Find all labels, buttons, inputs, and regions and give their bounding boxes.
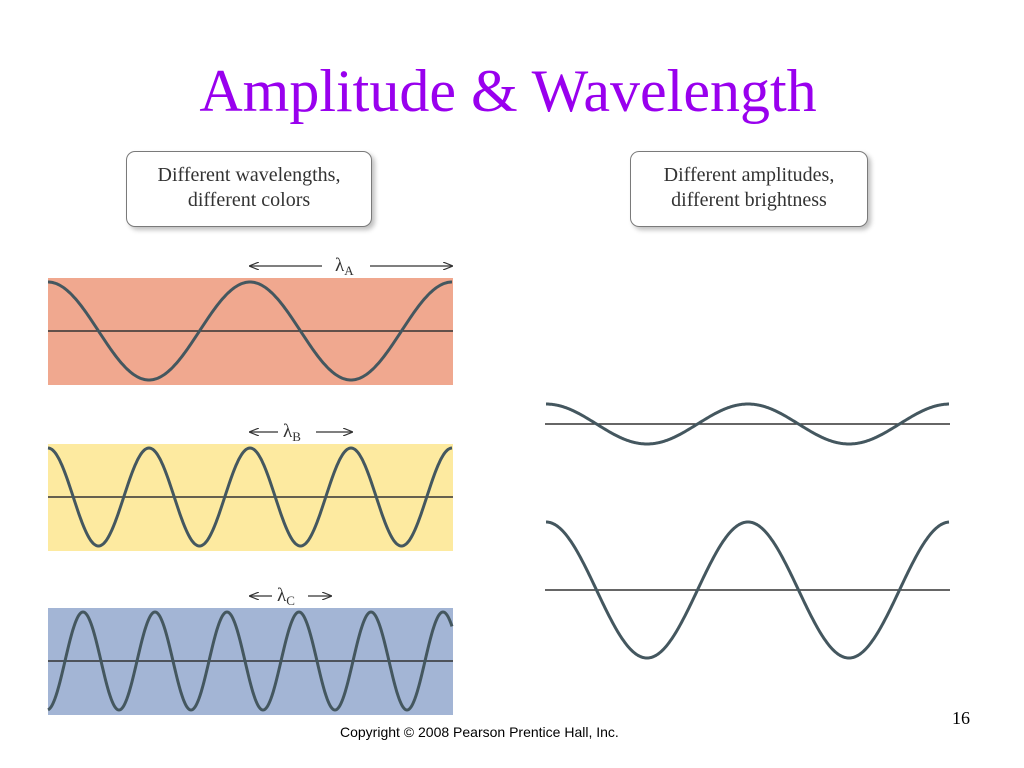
- wave-panel-a: λA: [48, 255, 453, 385]
- high-amplitude-curve: [546, 520, 950, 660]
- low-amplitude-curve: [546, 402, 949, 446]
- wave-b-curve: [47, 446, 453, 548]
- low-amplitude-panel: [545, 402, 950, 446]
- wavelength-b-label: λB: [283, 421, 301, 444]
- copyright-notice: Copyright © 2008 Pearson Prentice Hall, …: [340, 724, 619, 740]
- callout-wavelengths-line2: different colors: [187, 189, 311, 211]
- callout-wavelengths-line1: Different wavelengths,: [157, 164, 341, 186]
- wave-panel-c: λC: [47, 585, 454, 715]
- slide-title: Amplitude & Wavelength: [199, 58, 817, 124]
- wave-c-curve: [47, 610, 454, 712]
- callout-amplitudes-line1: Different amplitudes,: [663, 164, 835, 186]
- wavelength-a-label: λA: [335, 255, 354, 278]
- wavelength-c-label: λC: [277, 585, 295, 608]
- callout-amplitudes: Different amplitudes, different brightne…: [630, 151, 868, 227]
- high-amplitude-panel: [545, 520, 950, 660]
- wave-a-curve: [48, 280, 452, 382]
- callout-wavelengths: Different wavelengths, different colors: [126, 151, 372, 227]
- slide-number: 16: [952, 708, 970, 728]
- callout-amplitudes-line2: different brightness: [671, 189, 827, 211]
- wave-panel-b: λB: [47, 421, 453, 551]
